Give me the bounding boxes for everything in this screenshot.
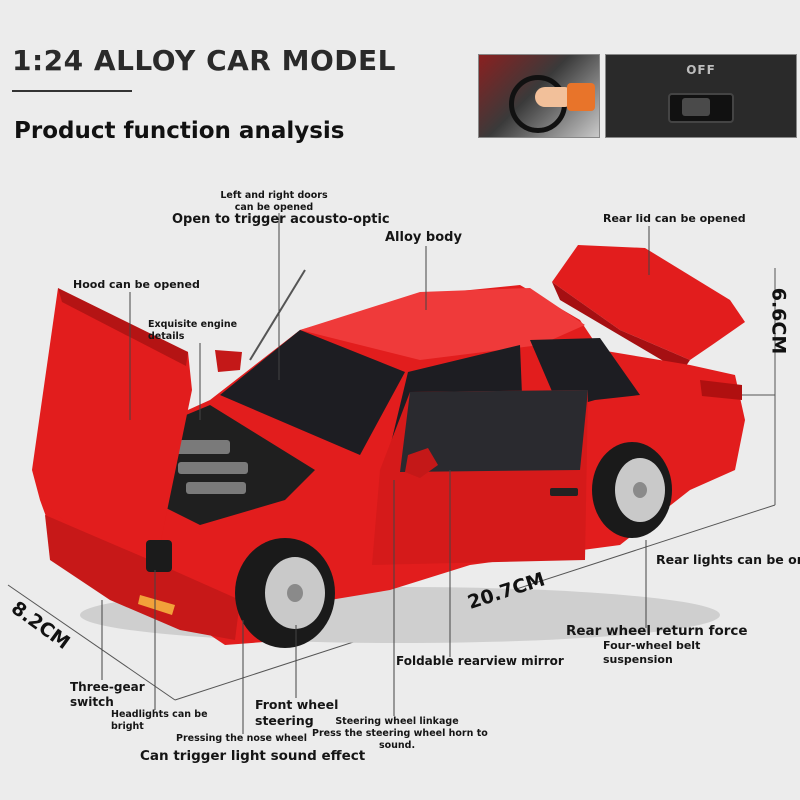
windshield: [220, 330, 405, 455]
label-doors: Left and right doors can be opened: [218, 190, 330, 214]
label-front-steering-line2: steering: [255, 712, 314, 728]
label-engine-line1: Exquisite engine: [148, 319, 238, 330]
sleeve-shape: [567, 83, 595, 111]
label-doors-line1: Left and right doors: [220, 190, 328, 201]
car-roof: [300, 288, 585, 360]
label-engine: Exquisite engine details: [148, 319, 237, 343]
label-hood: Hood can be opened: [73, 278, 200, 291]
page-subtitle: Product function analysis: [14, 118, 345, 144]
label-steering-linkage: Steering wheel linkage: [335, 716, 459, 727]
switch-off-label: OFF: [686, 63, 716, 77]
leader-lines: [101, 213, 650, 734]
switch-knob: [682, 98, 710, 116]
label-three-gear: Three-gear switch: [70, 680, 145, 710]
label-front-steering-line1: Front wheel: [255, 697, 339, 712]
label-three-gear-line1: Three-gear: [70, 680, 145, 694]
rearview-mirror: [405, 448, 438, 478]
steering-horn-photo: [478, 54, 600, 138]
label-mirror: Foldable rearview mirror: [396, 654, 564, 668]
label-light-sound: Can trigger light sound effect: [140, 748, 366, 764]
label-suspension-line1: Four-wheel belt: [603, 639, 701, 652]
rear-wheel: [592, 442, 672, 538]
label-engine-line2: details: [148, 330, 185, 342]
label-headlights-line1: Headlights can be: [111, 709, 208, 720]
gear-switch-photo: OFF: [605, 54, 797, 138]
hood-edge: [58, 288, 188, 366]
pressing-finger-icon: [535, 87, 569, 107]
tail-light: [700, 380, 742, 400]
dimension-height: 6.6CM: [767, 287, 790, 355]
label-horn-line2: sound.: [378, 739, 416, 751]
label-alloy-body: Alloy body: [385, 230, 462, 245]
label-rear-lights: Rear lights can be on: [656, 552, 800, 567]
door-window: [400, 390, 588, 472]
front-bumper: [45, 515, 240, 640]
label-headlights: Headlights can be bright: [111, 709, 208, 733]
label-nose-wheel: Pressing the nose wheel: [176, 733, 307, 744]
label-headlights-line2: bright: [111, 720, 144, 732]
left-mirror: [215, 350, 242, 372]
label-rear-lid: Rear lid can be opened: [603, 212, 746, 225]
label-suspension: Four-wheel belt suspension: [603, 639, 700, 667]
headlight: [146, 540, 172, 572]
antenna: [249, 269, 306, 361]
door-handle: [550, 488, 578, 496]
label-suspension-line2: suspension: [603, 652, 673, 666]
label-doors-line2: can be opened: [234, 201, 314, 213]
front-wheel: [235, 538, 335, 648]
label-front-steering: Front wheel steering: [255, 697, 338, 728]
page-title: 1:24 ALLOY CAR MODEL: [12, 44, 396, 77]
label-acousto-optic: Open to trigger acousto-optic: [172, 212, 390, 227]
label-horn-line1: Press the steering wheel horn to: [312, 727, 488, 739]
label-three-gear-line2: switch: [70, 695, 114, 709]
turn-signal: [138, 595, 175, 615]
label-rear-wheel: Rear wheel return force: [566, 623, 748, 639]
label-steering-horn: Steering wheel linkage Press the steerin…: [312, 716, 488, 752]
title-underline: [12, 90, 132, 92]
rear-lid: [552, 245, 745, 360]
rear-lid-shade: [552, 282, 690, 372]
engine-details: [170, 440, 248, 494]
open-hood: [32, 288, 192, 560]
